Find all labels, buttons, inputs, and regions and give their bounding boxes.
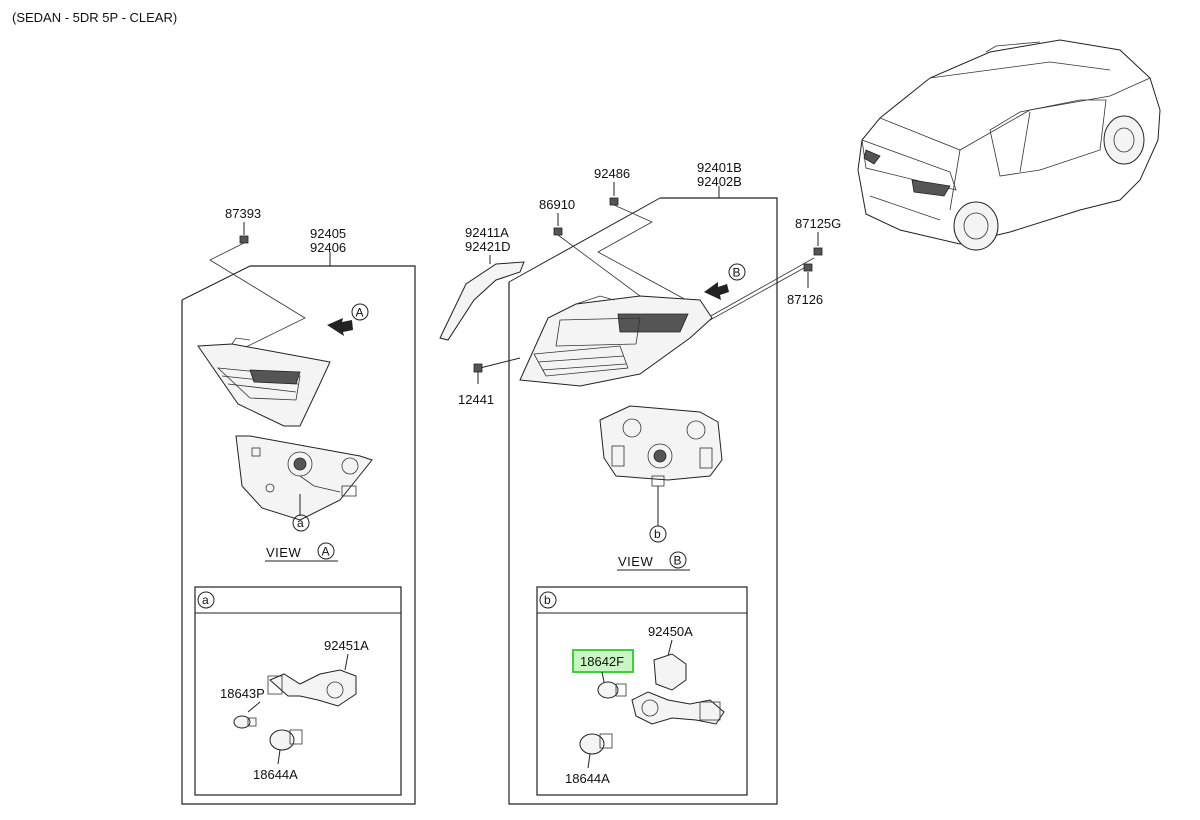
- bulb-18642F[interactable]: [597, 681, 627, 699]
- clip-92486: [609, 197, 619, 206]
- socket-92450A[interactable]: [631, 653, 725, 725]
- detail-b-letter: b: [544, 593, 551, 607]
- label-92411A[interactable]: 92411A: [465, 225, 509, 240]
- label-87393[interactable]: 87393: [225, 206, 261, 221]
- view-b-letter: B: [674, 554, 682, 568]
- outer-assembly-group: 92401B 92402B 92411A 92421D 86910 92486 …: [439, 160, 841, 805]
- inner-lamp-rear-view: [235, 435, 373, 521]
- label-12441[interactable]: 12441: [458, 392, 494, 407]
- callout-B-letter: B: [733, 266, 741, 280]
- label-92450A[interactable]: 92450A: [648, 624, 693, 639]
- clip-87126: [803, 263, 813, 272]
- diagram-title: (SEDAN - 5DR 5P - CLEAR): [12, 10, 177, 25]
- callout-a-circle: [292, 514, 310, 532]
- detail-a-letter: a: [202, 593, 209, 607]
- socket-92451A[interactable]: [267, 669, 357, 707]
- label-87125G[interactable]: 87125G: [795, 216, 841, 231]
- view-b-text: VIEW: [618, 554, 653, 569]
- inner-tail-lamp-part[interactable]: [197, 337, 331, 427]
- outer-tail-lamp-part[interactable]: [519, 295, 713, 387]
- view-a-letter: A: [322, 545, 330, 559]
- left-assembly-group: 92405 92406 87393 A: [181, 206, 416, 805]
- label-92421D[interactable]: 92421D: [465, 239, 511, 254]
- callout-b-letter: b: [654, 527, 661, 541]
- garnish-strip-92411A[interactable]: [439, 261, 525, 341]
- label-92406[interactable]: 92406: [310, 240, 346, 255]
- clip-87393: [239, 235, 249, 244]
- callout-a-letter: a: [297, 516, 304, 530]
- outer-lamp-rear-view: [599, 405, 723, 487]
- callout-A-circle: [351, 303, 369, 321]
- right-group-frame: [508, 197, 778, 805]
- clip-87125G: [813, 247, 823, 256]
- label-92402B[interactable]: 92402B: [697, 174, 742, 189]
- callout-B-circle: [728, 263, 746, 281]
- detail-box-b: [536, 586, 748, 796]
- label-92401B[interactable]: 92401B: [697, 160, 742, 175]
- label-18644A-left[interactable]: 18644A: [253, 767, 298, 782]
- label-86910[interactable]: 86910: [539, 197, 575, 212]
- detail-box-a: [194, 586, 402, 796]
- callout-b-circle: [649, 525, 667, 543]
- label-92405[interactable]: 92405: [310, 226, 346, 241]
- label-92451A[interactable]: 92451A: [324, 638, 369, 653]
- label-92486[interactable]: 92486: [594, 166, 630, 181]
- label-18644A-right[interactable]: 18644A: [565, 771, 610, 786]
- screw-12441[interactable]: [473, 363, 483, 384]
- callout-A-letter: A: [356, 306, 364, 320]
- view-a-arrow-icon: [327, 318, 353, 336]
- label-18643P[interactable]: 18643P: [220, 686, 265, 701]
- label-18642F[interactable]: 18642F: [580, 654, 624, 669]
- label-87126[interactable]: 87126: [787, 292, 823, 307]
- bulb-18644A-left[interactable]: [269, 729, 303, 751]
- clip-86910: [553, 227, 563, 236]
- view-b-arrow-icon: [704, 282, 729, 300]
- bulb-18644A-right[interactable]: [579, 733, 613, 755]
- bulb-18643P[interactable]: [233, 715, 257, 729]
- highlight-18642F[interactable]: 18642F: [572, 649, 634, 673]
- left-group-frame: [181, 265, 416, 805]
- view-a-text: VIEW: [266, 545, 301, 560]
- car-illustration: [857, 39, 1161, 251]
